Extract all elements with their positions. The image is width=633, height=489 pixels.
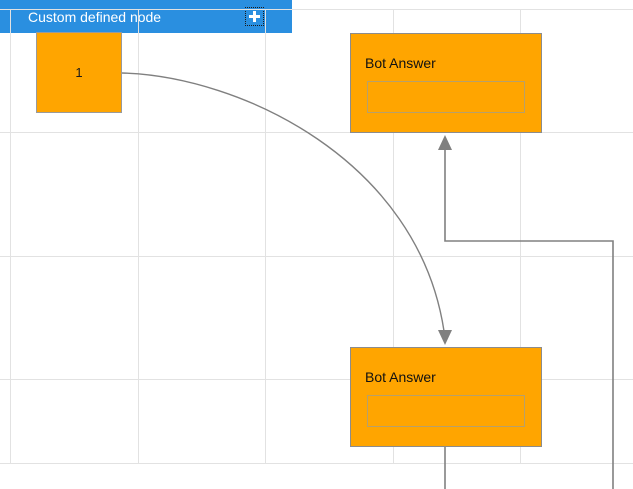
node-bot-answer-top[interactable]: Bot Answer	[350, 33, 542, 133]
node-bot-answer-top-title: Bot Answer	[365, 55, 436, 71]
node-custom-defined-label: Custom defined node	[28, 8, 162, 25]
node-custom-defined[interactable]: Custom defined node	[0, 0, 292, 33]
node-bot-answer-bottom-slot[interactable]	[367, 395, 525, 427]
node-bot-answer-bottom-title: Bot Answer	[365, 369, 436, 385]
plus-icon[interactable]	[245, 7, 264, 26]
node-bot-answer-top-slot[interactable]	[367, 81, 525, 113]
node-start[interactable]: 1	[36, 32, 122, 113]
node-bot-answer-bottom[interactable]: Bot Answer	[350, 347, 542, 447]
node-start-label: 1	[75, 65, 83, 80]
